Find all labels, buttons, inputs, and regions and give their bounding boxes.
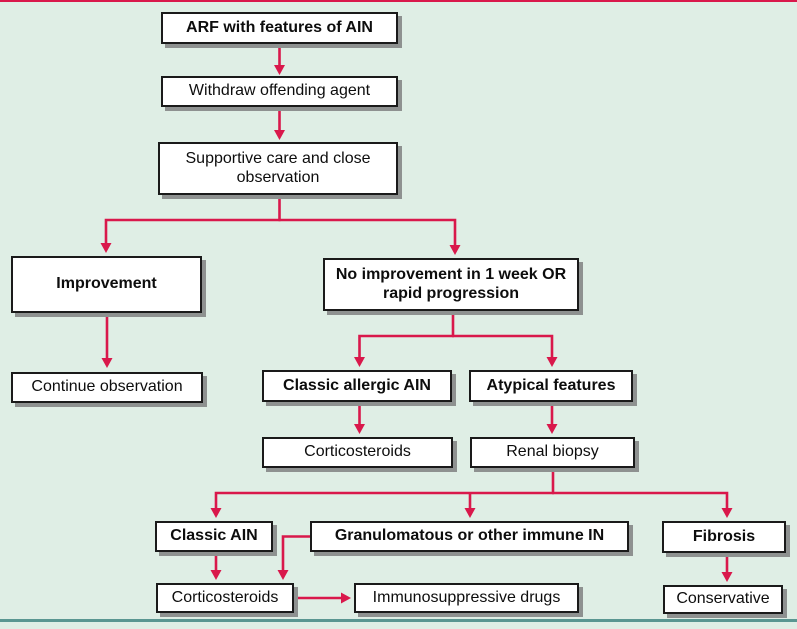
arrowhead [274,65,285,75]
arrowhead [546,424,558,434]
edge-line [552,491,729,509]
arrowhead [341,592,351,604]
node-improvement: Improvement [11,256,202,313]
edge-line [104,195,281,244]
arrowhead [449,245,461,255]
edge-corticosteroids2-immunosuppressive [294,592,351,604]
arrowhead [210,508,222,518]
edge-no-improvement-atypical [452,334,558,367]
edge-renal-classic-ain [210,468,555,518]
node-withdraw: Withdraw offending agent [161,76,398,107]
arrowhead [210,570,222,580]
edge-withdraw-supportive [274,107,285,140]
edge-line [214,468,555,509]
edge-fibrosis-conservative [721,553,733,582]
node-renal-biopsy: Renal biopsy [470,437,635,468]
arrowhead [354,424,365,434]
top-rule [0,0,797,2]
node-atypical-features: Atypical features [469,370,633,402]
edge-no-improvement-classic-allergic [354,311,455,367]
node-classic-allergic-ain: Classic allergic AIN [262,370,452,402]
arrowhead [721,572,733,582]
edge-atypical-renal-biopsy [546,402,558,434]
node-corticosteroids-1: Corticosteroids [262,437,453,468]
arrowhead [274,130,285,140]
arrowhead [464,508,476,518]
arrowhead [721,508,733,518]
edge-classic-allergic-corticosteroids1 [354,402,365,434]
edge-granulomatous-corticosteroids2 [277,535,310,580]
arrowhead [546,357,558,367]
node-arf: ARF with features of AIN [161,12,398,44]
edge-renal-granulomatous [464,493,476,518]
edge-line [358,311,455,358]
node-corticosteroids-2: Corticosteroids [156,583,294,613]
bottom-rule [0,619,797,622]
arrowhead [100,243,112,253]
arrowhead [277,570,289,580]
node-supportive: Supportive care and close observation [158,142,398,195]
edge-improvement-continue [101,313,113,368]
edge-supportive-improvement [100,195,281,253]
edge-line [278,218,457,246]
arrowhead [354,357,365,367]
node-classic-ain: Classic AIN [155,521,273,552]
node-granulomatous: Granulomatous or other immune IN [310,521,629,552]
node-conservative: Conservative [663,585,783,614]
edge-arf-withdraw [274,44,285,75]
edge-supportive-no-improvement [278,218,461,255]
node-immunosuppressive: Immunosuppressive drugs [354,583,579,613]
arrowhead [101,358,113,368]
edge-classic-ain-corticosteroids2 [210,552,222,580]
node-continue-observation: Continue observation [11,372,203,403]
node-fibrosis: Fibrosis [662,521,786,553]
edge-line [281,535,310,571]
node-no-improvement: No improvement in 1 week OR rapid progre… [323,258,579,311]
edge-line [452,334,554,358]
edge-renal-fibrosis [552,491,733,518]
